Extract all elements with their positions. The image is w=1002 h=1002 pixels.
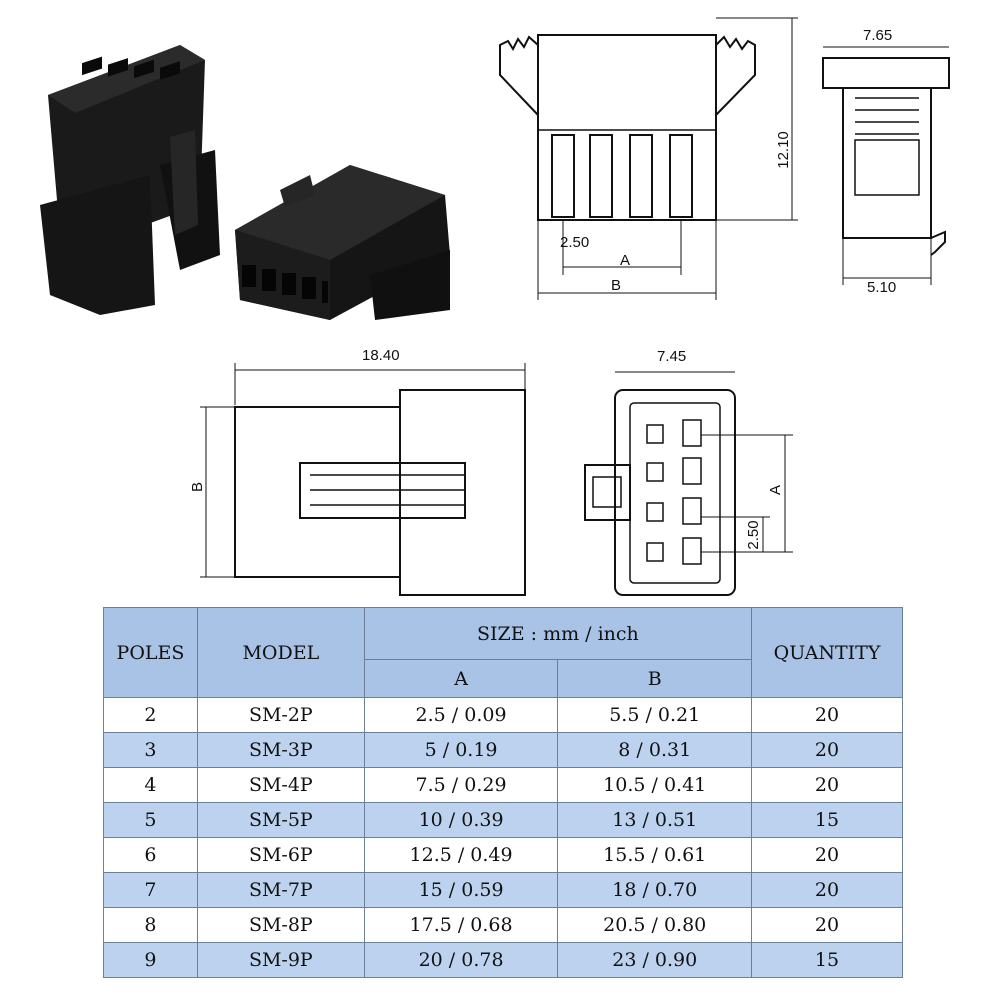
cell-poles: 6 <box>103 837 198 873</box>
table-row: 5 SM-5P 10 / 0.39 13 / 0.51 15 <box>103 802 903 838</box>
table-row: 6 SM-6P 12.5 / 0.49 15.5 / 0.61 20 <box>103 837 903 873</box>
cell-model: SM-4P <box>196 767 365 803</box>
cell-qty: 20 <box>751 907 903 943</box>
cell-qty: 20 <box>751 767 903 803</box>
cell-qty: 20 <box>751 732 903 768</box>
header-quantity: QUANTITY <box>751 607 903 698</box>
table-row: 7 SM-7P 15 / 0.59 18 / 0.70 20 <box>103 872 903 908</box>
cell-poles: 3 <box>103 732 198 768</box>
cell-model: SM-9P <box>196 942 365 978</box>
cell-model: SM-5P <box>196 802 365 838</box>
cell-poles: 8 <box>103 907 198 943</box>
table-row: 4 SM-4P 7.5 / 0.29 10.5 / 0.41 20 <box>103 767 903 803</box>
front-contact-slots <box>646 419 702 565</box>
cell-a: 20 / 0.78 <box>363 942 559 978</box>
length-view-drawing: 18.40 B <box>189 347 526 596</box>
cell-b: 15.5 / 0.61 <box>557 837 753 873</box>
cell-b: 13 / 0.51 <box>557 802 753 838</box>
header-size: SIZE : mm / inch <box>363 607 753 660</box>
cell-model: SM-8P <box>196 907 365 943</box>
cell-a: 2.5 / 0.09 <box>363 697 559 733</box>
table-row: 8 SM-8P 17.5 / 0.68 20.5 / 0.80 20 <box>103 907 903 943</box>
cell-b: 23 / 0.90 <box>557 942 753 978</box>
bottom-width-dimension-label: 5.10 <box>867 279 896 296</box>
cell-b: 20.5 / 0.80 <box>557 907 753 943</box>
cell-b: 5.5 / 0.21 <box>557 697 753 733</box>
cell-poles: 5 <box>103 802 198 838</box>
front-width-dimension-label: 7.45 <box>657 348 686 365</box>
connector-photo <box>40 45 450 320</box>
female-housing-illustration <box>235 165 450 320</box>
header-poles: POLES <box>103 607 198 698</box>
height-dimension-label: 12.10 <box>775 131 792 169</box>
cell-model: SM-2P <box>196 697 365 733</box>
cell-a: 12.5 / 0.49 <box>363 837 559 873</box>
front-pitch-dimension-label: 2.50 <box>745 520 762 549</box>
length-dimension-label: 18.40 <box>362 347 400 364</box>
side-view-drawing: 7.65 5.10 <box>822 27 950 296</box>
cell-b: 18 / 0.70 <box>557 872 753 908</box>
cell-a: 7.5 / 0.29 <box>363 767 559 803</box>
cell-a: 10 / 0.39 <box>363 802 559 838</box>
cell-qty: 20 <box>751 697 903 733</box>
cell-qty: 15 <box>751 942 903 978</box>
cell-a: 17.5 / 0.68 <box>363 907 559 943</box>
cell-qty: 20 <box>751 837 903 873</box>
cell-model: SM-7P <box>196 872 365 908</box>
cell-b: 10.5 / 0.41 <box>557 767 753 803</box>
table-row: 9 SM-9P 20 / 0.78 23 / 0.90 15 <box>103 942 903 978</box>
cell-model: SM-3P <box>196 732 365 768</box>
dimension-a-label: A <box>620 252 630 269</box>
cell-a: 5 / 0.19 <box>363 732 559 768</box>
front-a-dimension-label: A <box>767 485 784 495</box>
header-b: B <box>557 659 753 698</box>
cell-qty: 15 <box>751 802 903 838</box>
cell-b: 8 / 0.31 <box>557 732 753 768</box>
cell-qty: 20 <box>751 872 903 908</box>
pitch-dimension-label: 2.50 <box>560 234 589 251</box>
front-view-drawing: 7.45 A 2.50 <box>584 348 793 596</box>
side-b-dimension-label: B <box>189 482 206 492</box>
male-connector-illustration <box>40 45 220 315</box>
cell-poles: 2 <box>103 697 198 733</box>
table-row: 2 SM-2P 2.5 / 0.09 5.5 / 0.21 20 <box>103 697 903 733</box>
header-model: MODEL <box>196 607 365 698</box>
size-spec-table: POLES MODEL SIZE : mm / inch QUANTITY A … <box>103 607 903 978</box>
cell-poles: 9 <box>103 942 198 978</box>
cell-model: SM-6P <box>196 837 365 873</box>
cell-a: 15 / 0.59 <box>363 872 559 908</box>
top-view-drawing: 12.10 2.50 A B <box>499 17 798 300</box>
dimension-b-label: B <box>611 277 621 294</box>
cell-poles: 7 <box>103 872 198 908</box>
table-row: 3 SM-3P 5 / 0.19 8 / 0.31 20 <box>103 732 903 768</box>
header-a: A <box>363 659 559 698</box>
cell-poles: 4 <box>103 767 198 803</box>
top-width-dimension-label: 7.65 <box>863 27 892 44</box>
